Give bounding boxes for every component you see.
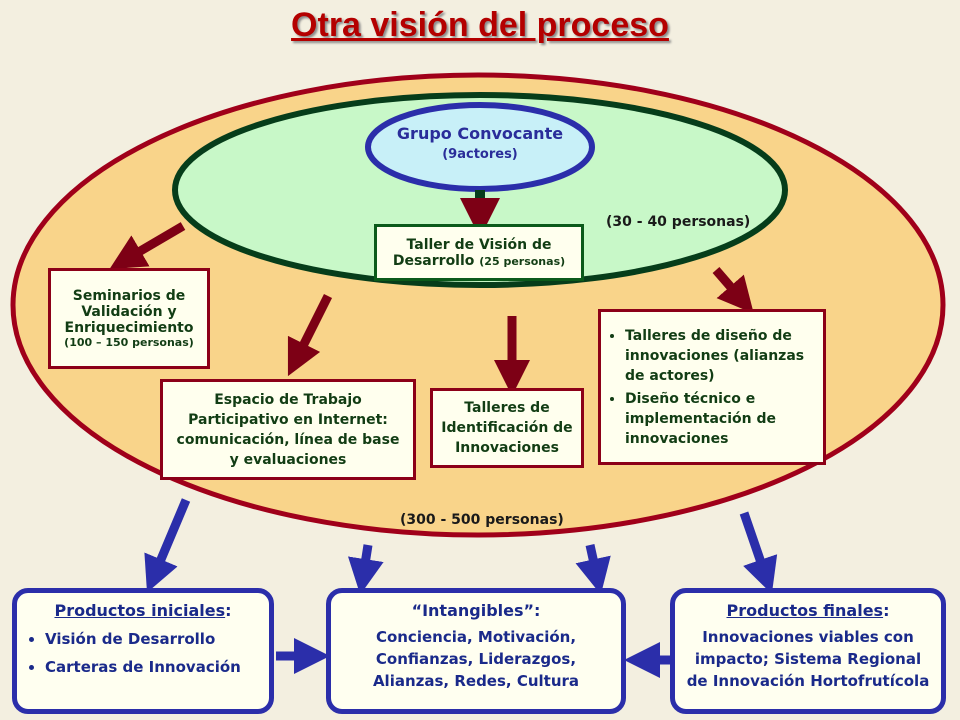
- intangibles-box: “Intangibles”: Conciencia, Motivación, C…: [326, 588, 626, 714]
- grupo-title: Grupo Convocante: [396, 124, 564, 143]
- taller-vision-size: (25 personas): [479, 254, 566, 268]
- talleres-id-text: Talleres de Identificación de Innovacion…: [441, 400, 573, 456]
- productos-finales-box: Productos finales: Innovaciones viables …: [670, 588, 946, 714]
- productos-finales-colon: :: [883, 601, 890, 620]
- count-outer: (300 - 500 personas): [400, 512, 564, 528]
- productos-finales-body: Innovaciones viables con impacto; Sistem…: [686, 628, 930, 690]
- page-title: Otra visión del proceso: [291, 6, 669, 44]
- talleres-id-box: Talleres de Identificación de Innovacion…: [430, 388, 584, 468]
- inner-ellipse: [365, 102, 595, 192]
- talleres-diseno-box: Talleres de diseño de innovaciones (alia…: [598, 309, 826, 465]
- productos-finales-label: Productos finales: [726, 601, 884, 620]
- intangibles-heading: “Intangibles”:: [411, 601, 541, 620]
- productos-finales-heading: Productos finales:: [685, 601, 931, 620]
- arrow-to-seminarios: [109, 222, 186, 270]
- productos-iniciales-heading: Productos iniciales:: [27, 601, 259, 620]
- productos-iniciales-label: Productos iniciales: [54, 601, 226, 620]
- taller-vision-main: Taller de Visión de Desarrollo: [392, 236, 552, 269]
- intangibles-body: Conciencia, Motivación, Confianzas, Lide…: [372, 628, 580, 690]
- seminarios-main: Seminarios de Validación y Enriquecimien…: [64, 288, 194, 336]
- arrow-to-intangibles-left: [347, 544, 384, 595]
- talleres-diseno-list: Talleres de diseño de innovaciones (alia…: [607, 323, 817, 452]
- talleres-diseno-item: Diseño técnico e implementación de innov…: [625, 389, 817, 449]
- arrow-to-espacio: [287, 293, 333, 377]
- productos-iniciales-item: Visión de Desarrollo: [45, 630, 259, 648]
- productos-iniciales-item: Carteras de Innovación: [45, 658, 259, 676]
- talleres-diseno-item: Talleres de diseño de innovaciones (alia…: [625, 326, 817, 386]
- productos-iniciales-colon: :: [225, 601, 232, 620]
- espacio-text: Espacio de Trabajo Participativo en Inte…: [176, 391, 400, 468]
- arrow-to-productos-iniciales: [144, 498, 191, 593]
- arrow-to-productos-finales: [739, 511, 778, 595]
- arrow-to-intangibles-right: [575, 544, 611, 595]
- espacio-box: Espacio de Trabajo Participativo en Inte…: [160, 379, 416, 480]
- count-middle: (30 - 40 personas): [606, 214, 751, 230]
- grupo-convocante: Grupo Convocante (9actores): [368, 124, 592, 162]
- productos-iniciales-list: Visión de Desarrollo Carteras de Innovac…: [27, 630, 259, 676]
- taller-vision-text: Taller de Visión de Desarrollo (25 perso…: [377, 237, 581, 269]
- taller-vision-box: Taller de Visión de Desarrollo (25 perso…: [374, 224, 584, 281]
- productos-iniciales-box: Productos iniciales: Visión de Desarroll…: [12, 588, 274, 714]
- seminarios-box: Seminarios de Validación y Enriquecimien…: [48, 268, 210, 369]
- seminarios-size: (100 – 150 personas): [64, 336, 194, 349]
- grupo-sub: (9actores): [442, 147, 518, 162]
- arrow-to-talleres-diseno: [712, 267, 754, 314]
